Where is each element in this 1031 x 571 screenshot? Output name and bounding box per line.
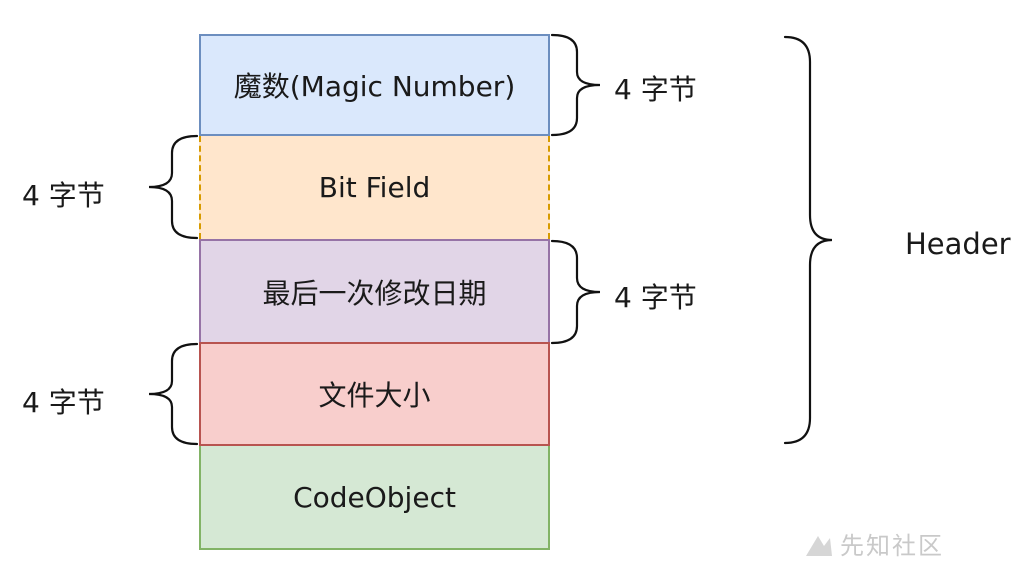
brace-header <box>783 35 833 445</box>
file-size-label: 文件大小 <box>318 379 431 412</box>
bit-field-size-label: 4 字节 <box>22 179 105 212</box>
magic-size-label: 4 字节 <box>614 73 697 106</box>
magic-number-label: 魔数(Magic Number) <box>233 70 516 103</box>
header-label: Header <box>905 227 1011 261</box>
last-modified-size-label: 4 字节 <box>614 281 697 314</box>
code-object-block: CodeObject <box>199 446 550 550</box>
watermark-text: 先知社区 <box>840 532 944 560</box>
last-modified-label: 最后一次修改日期 <box>262 276 487 310</box>
watermark-logo-icon <box>806 536 832 556</box>
file-size-block: 文件大小 <box>199 342 550 446</box>
watermark: 先知社区 <box>804 526 944 561</box>
bit-field-block: Bit Field <box>199 136 550 239</box>
file-size-size-label: 4 字节 <box>22 386 105 419</box>
brace-magic <box>550 33 601 137</box>
bit-field-label: Bit Field <box>318 171 431 204</box>
magic-number-block: 魔数(Magic Number) <box>199 34 550 136</box>
brace-file-size <box>148 342 199 446</box>
brace-last-modified <box>550 239 601 345</box>
brace-bit-field <box>148 134 199 240</box>
code-object-label: CodeObject <box>293 480 456 514</box>
last-modified-block: 最后一次修改日期 <box>199 239 550 342</box>
